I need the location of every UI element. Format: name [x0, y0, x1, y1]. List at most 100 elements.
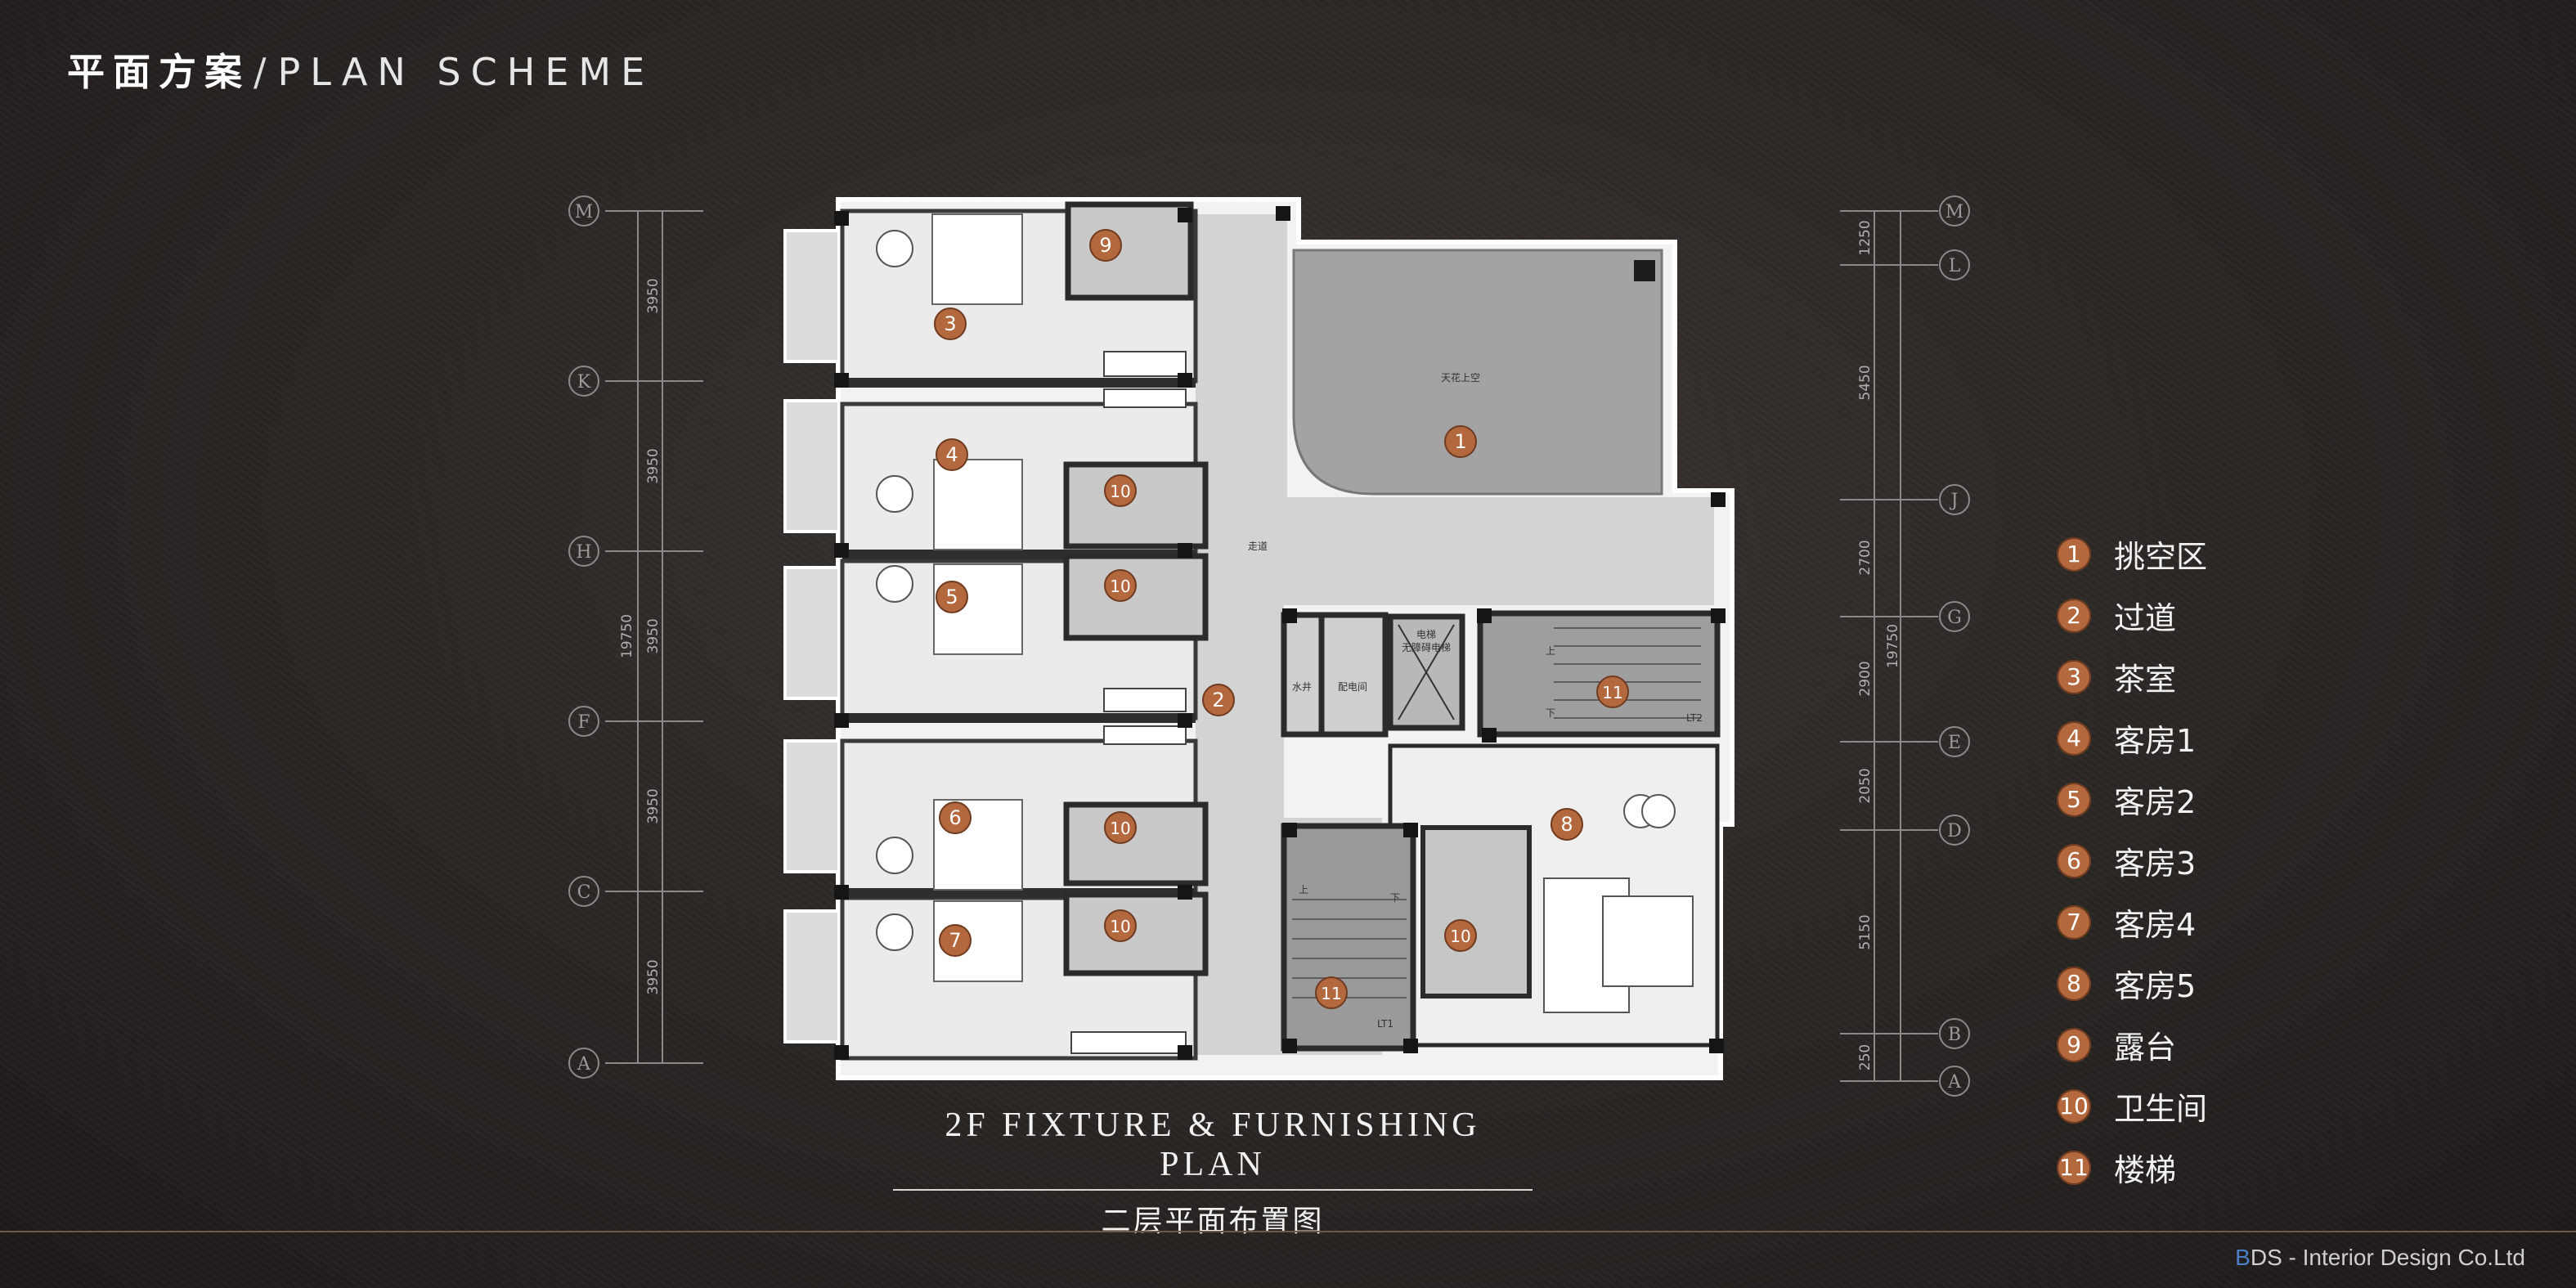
chairs: [876, 230, 913, 951]
legend-number-badge: 10: [2057, 1088, 2091, 1124]
right-dim-labels: 1250 5450 2700 2900 2050 5150 250 19750: [1857, 220, 1901, 1070]
elevator: [1387, 613, 1465, 731]
stair-lt-label: LT2: [1686, 712, 1703, 724]
footer-credit: BDS - Interior Design Co.Ltd: [2235, 1245, 2525, 1271]
grid-bubble: [568, 536, 599, 567]
room-marker-label: 11: [1321, 984, 1341, 1003]
dim-label: 3950: [645, 959, 662, 994]
footer-text: DS - Interior Design Co.Ltd: [2250, 1245, 2525, 1270]
room-marker-badge: [934, 307, 967, 340]
grid-bubble: [1939, 815, 1970, 846]
legend-label: 客房1: [2114, 723, 2197, 759]
legend-number-badge: 3: [2057, 659, 2091, 694]
stair-upper-treads: [1554, 627, 1701, 719]
bathroom-walls: [1063, 201, 1209, 976]
grid-label: K: [577, 372, 591, 393]
room-marker-label: 1: [1454, 430, 1466, 453]
corridor-label: 走道: [1248, 541, 1268, 552]
party-wall: [842, 713, 1196, 723]
legend-label: 客房5: [2114, 968, 2197, 1004]
elevator-cross: [1398, 624, 1455, 720]
void-area: [1292, 249, 1663, 496]
dim-label: 3950: [645, 278, 662, 313]
left-axis: [568, 195, 703, 1079]
plan-title: 2F FIXTURE & FURNISHING PLAN 二层平面布置图: [893, 1106, 1533, 1240]
room-marker-label: 10: [1110, 917, 1130, 936]
legend-label: 挑空区: [2114, 539, 2208, 575]
room-marker-badge: [939, 924, 972, 957]
column: [834, 211, 849, 226]
room-marker-label: 4: [945, 443, 958, 466]
void-label: 天花上空: [1441, 371, 1480, 384]
room-marker-label: 3: [944, 312, 956, 335]
stair-lower-down-label: 下: [1390, 892, 1400, 904]
room-marker-label: 10: [1110, 482, 1130, 501]
wardrobe: [1103, 351, 1187, 377]
header-title-en: PLAN SCHEME: [277, 50, 655, 94]
header-separator: /: [254, 50, 275, 94]
water-well-label: 水井: [1292, 681, 1312, 693]
room-marker-label: 2: [1212, 689, 1224, 711]
wardrobes: [1070, 351, 1187, 1054]
column: [1282, 823, 1297, 837]
column: [1276, 206, 1290, 221]
dim-label: 2050: [1857, 768, 1874, 803]
balcony: [783, 909, 841, 1043]
room-marker-badge: [1104, 811, 1137, 844]
dim-label: 3950: [645, 788, 662, 824]
dim-label: 1250: [1857, 220, 1874, 255]
grid-label: M: [1945, 202, 1964, 222]
column: [1178, 1045, 1192, 1060]
bathroom: [1063, 891, 1209, 976]
dim-label: 3950: [645, 618, 662, 653]
grid-label: E: [1948, 733, 1961, 753]
right-axis: [1840, 195, 1970, 1097]
bathroom-guest-5: [1420, 825, 1532, 999]
grid-bubble: [1939, 195, 1970, 227]
stair-lower-treads: [1292, 899, 1407, 999]
room-marker-badge: [936, 581, 968, 613]
column: [1178, 885, 1192, 900]
stair-up-label: 上: [1546, 645, 1555, 657]
chair: [1641, 794, 1676, 828]
grid-label: G: [1947, 608, 1962, 628]
balcony: [783, 566, 841, 700]
grid-label: L: [1949, 256, 1961, 276]
dim-label: 2700: [1857, 540, 1874, 575]
bed: [933, 459, 1023, 550]
column: [1178, 713, 1192, 728]
room-marker-badge: [1444, 425, 1477, 458]
column: [1711, 492, 1726, 507]
grid-bubble: [1939, 601, 1970, 632]
bathroom: [1063, 461, 1209, 550]
room-text-labels: 天花上空 走道 水井 配电间 电梯 无障碍电梯 上 下 LT2 上 下 LT1: [1248, 371, 1703, 1030]
wardrobe: [1070, 1031, 1187, 1054]
grid-bubble: [568, 706, 599, 737]
dim-label: 5450: [1857, 365, 1874, 400]
column: [1403, 1039, 1418, 1053]
legend-label: 卫生间: [2114, 1091, 2208, 1127]
legend-label: 过道: [2114, 600, 2177, 636]
chair: [876, 565, 913, 603]
dim-total-label: 19750: [619, 614, 635, 658]
column: [1709, 1039, 1724, 1053]
chair: [876, 913, 913, 951]
room-marker-badge: [1104, 474, 1137, 507]
bathroom: [1063, 801, 1209, 886]
stair-down-label: 下: [1546, 707, 1555, 719]
column: [1178, 373, 1192, 388]
grid-bubble: [568, 195, 599, 227]
building: 天花上空 走道 水井 配电间 电梯 无障碍电梯 上 下 LT2 上 下 LT1: [783, 197, 1735, 1080]
footer-divider: [0, 1231, 2576, 1232]
grid-label: M: [575, 202, 594, 222]
room-marker-badge: [1444, 919, 1477, 952]
column: [1711, 608, 1726, 623]
dim-label: 5150: [1857, 914, 1874, 949]
